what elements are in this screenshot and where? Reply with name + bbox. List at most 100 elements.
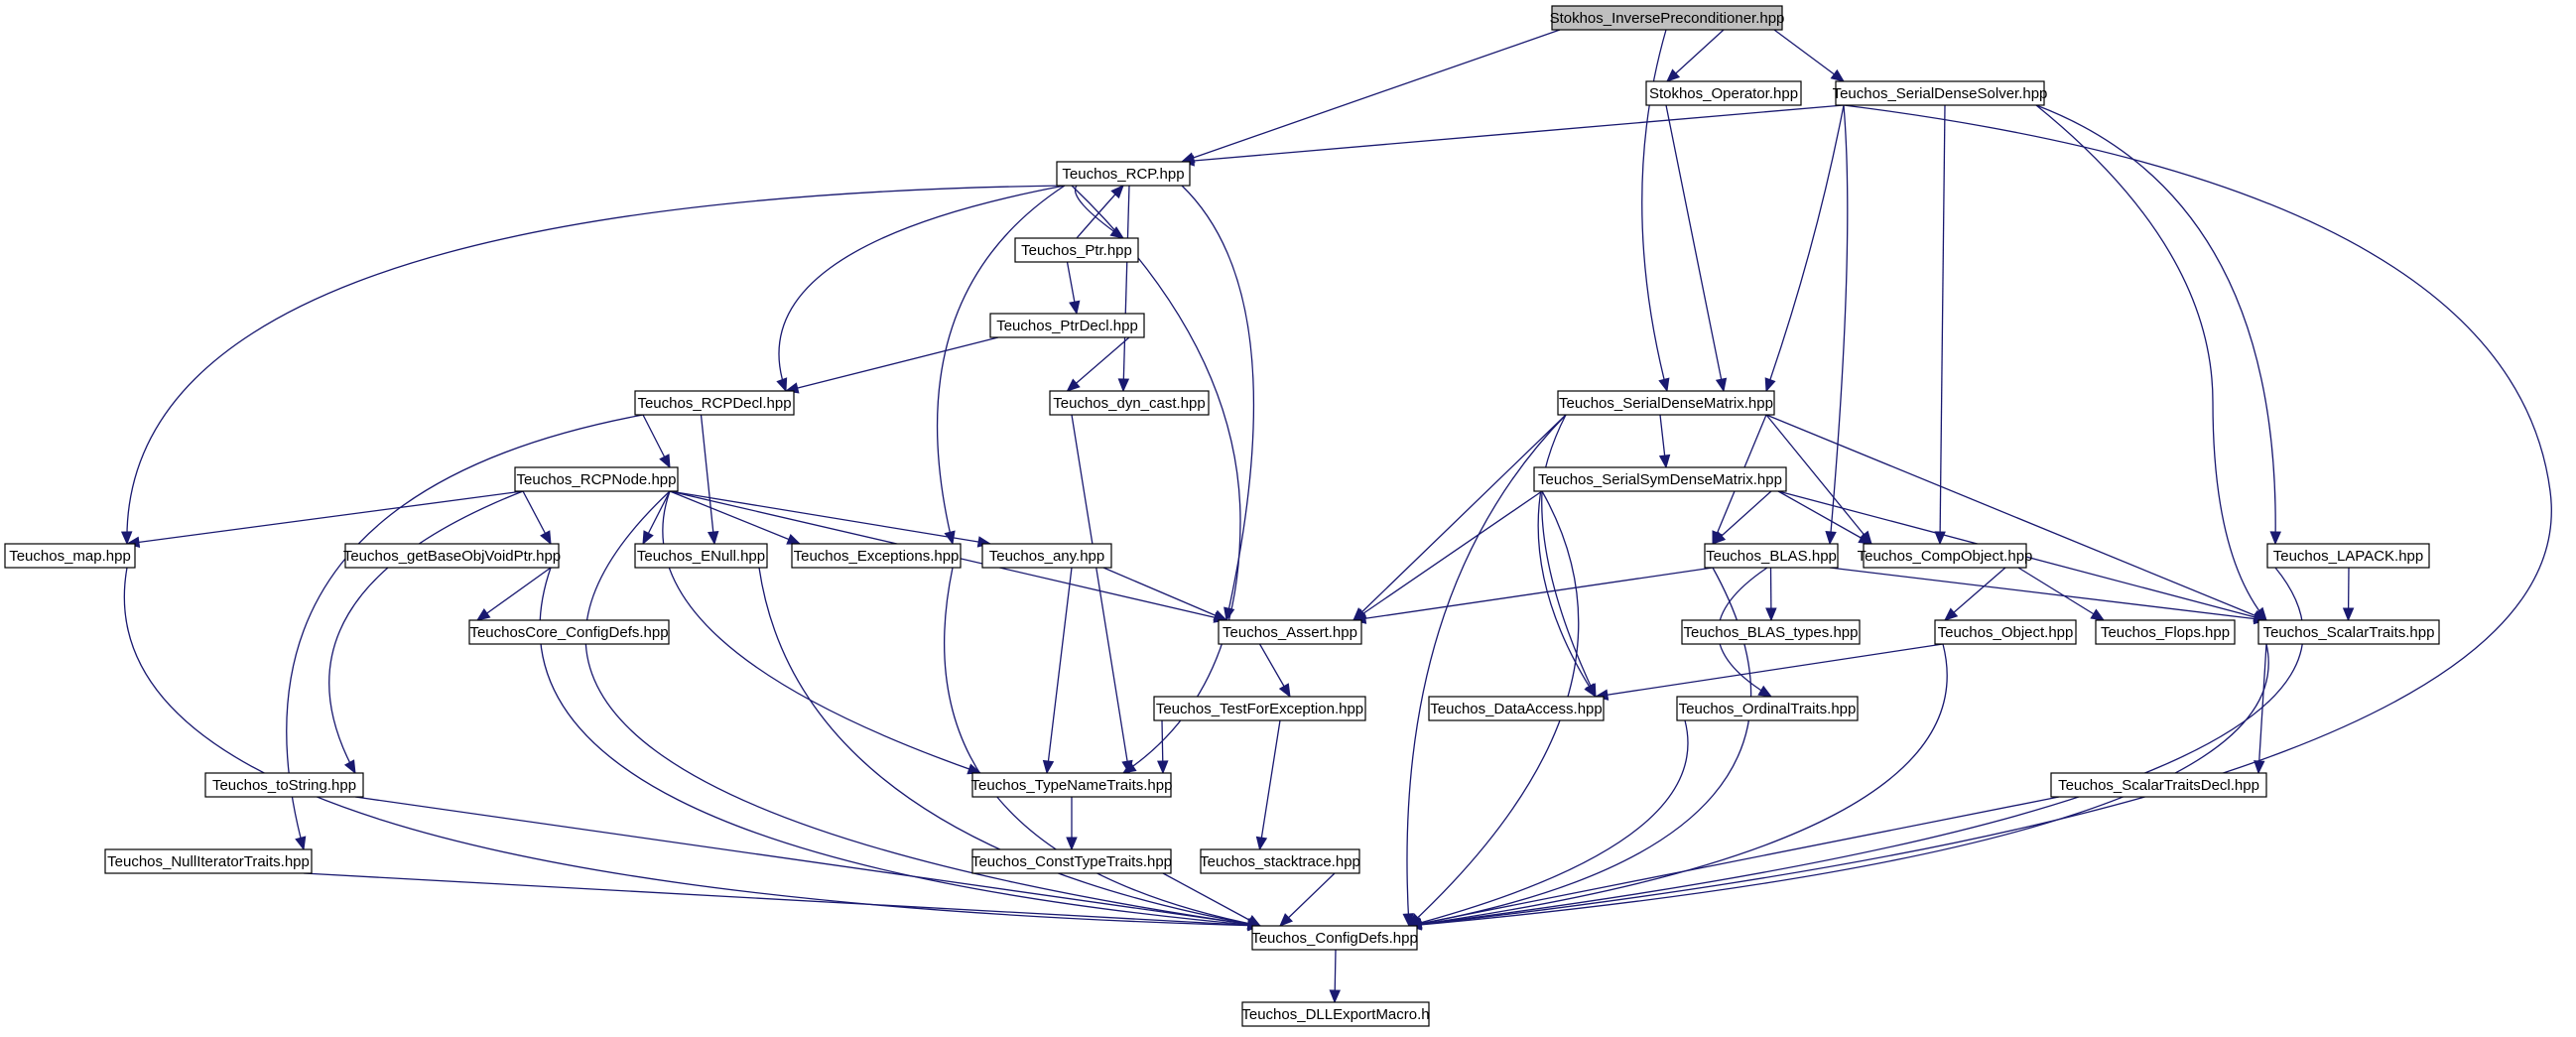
edge-line xyxy=(328,490,524,774)
edge-blas-to-assert xyxy=(1352,567,1714,624)
edge-line xyxy=(1541,490,1597,698)
node-const-type-traits[interactable]: Teuchos_ConstTypeTraits.hpp xyxy=(971,848,1172,874)
node-ordinal-traits[interactable]: Teuchos_OrdinalTraits.hpp xyxy=(1676,696,1859,721)
edge-rcp_node-to-to_string xyxy=(328,490,524,775)
edge-type_name_traits-to-const_type_traits xyxy=(1066,797,1078,851)
node-test-for-exception[interactable]: Teuchos_TestForException.hpp xyxy=(1153,696,1366,721)
node-flops[interactable]: Teuchos_Flops.hpp xyxy=(2095,619,2236,645)
node-blas-types[interactable]: Teuchos_BLAS_types.hpp xyxy=(1681,619,1861,645)
node-type-name-traits[interactable]: Teuchos_TypeNameTraits.hpp xyxy=(971,772,1173,798)
edge-map-to-config_defs xyxy=(123,567,1262,932)
edge-serial_dense_solver-to-blas xyxy=(1825,104,1849,546)
node-serial-sym-dense-matrix[interactable]: Teuchos_SerialSymDenseMatrix.hpp xyxy=(1533,466,1787,492)
node-exceptions[interactable]: Teuchos_Exceptions.hpp xyxy=(791,543,962,569)
node-label: Stokhos_InversePreconditioner.hpp xyxy=(1550,10,1785,27)
node-any[interactable]: Teuchos_any.hpp xyxy=(981,543,1112,569)
node-dyn-cast[interactable]: Teuchos_dyn_cast.hpp xyxy=(1049,390,1210,416)
node-box xyxy=(634,390,795,416)
edge-arrowhead xyxy=(1117,378,1130,393)
node-label: Teuchos_map.hpp xyxy=(9,548,131,565)
edge-line xyxy=(126,185,1066,545)
node-object[interactable]: Teuchos_Object.hpp xyxy=(1934,619,2077,645)
node-box xyxy=(791,543,962,569)
edge-arrowhead xyxy=(1278,683,1291,699)
edge-arrowhead xyxy=(1329,989,1341,1004)
node-box xyxy=(1863,543,2027,569)
edge-arrowhead xyxy=(1764,377,1776,393)
node-scalar-traits[interactable]: Teuchos_ScalarTraits.hpp xyxy=(2257,619,2440,645)
node-dll-export-macro[interactable]: Teuchos_DLLExportMacro.h xyxy=(1241,1001,1430,1027)
node-label: Teuchos_SerialSymDenseMatrix.hpp xyxy=(1538,471,1782,488)
edge-rcp-to-type_name_traits xyxy=(1071,185,1241,774)
nodes-layer: Stokhos_InversePreconditioner.hppStokhos… xyxy=(4,5,2440,1027)
edge-enull-to-config_defs xyxy=(758,567,1262,930)
edge-serial_sym_dense_matrix-to-assert xyxy=(1352,490,1543,621)
node-comp-object[interactable]: Teuchos_CompObject.hpp xyxy=(1858,543,2033,569)
node-stokhos-operator[interactable]: Stokhos_Operator.hpp xyxy=(1645,80,1802,106)
node-label: Teuchos_Object.hpp xyxy=(1938,624,2074,641)
node-to-string[interactable]: Teuchos_toString.hpp xyxy=(204,772,364,798)
node-data-access[interactable]: Teuchos_DataAccess.hpp xyxy=(1428,696,1605,721)
node-label: Teuchos_DataAccess.hpp xyxy=(1430,701,1602,717)
edge-ptr-to-ptr_decl xyxy=(1066,261,1081,316)
node-label: Teuchos_RCP.hpp xyxy=(1062,166,1184,183)
edge-arrowhead xyxy=(1279,913,1293,927)
edge-serial_dense_matrix-to-config_defs xyxy=(1402,414,1567,928)
edge-line xyxy=(1181,185,1255,621)
node-stacktrace[interactable]: Teuchos_stacktrace.hpp xyxy=(1200,848,1360,874)
edge-arrowhead xyxy=(1066,837,1078,851)
edge-line xyxy=(778,185,1066,392)
node-serial-dense-matrix[interactable]: Teuchos_SerialDenseMatrix.hpp xyxy=(1557,390,1775,416)
edge-line xyxy=(669,490,991,545)
edge-arrowhead xyxy=(1757,685,1773,698)
edge-assert-to-test_for_exception xyxy=(1258,643,1291,699)
node-serial-dense-solver[interactable]: Teuchos_SerialDenseSolver.hpp xyxy=(1833,80,2048,106)
edge-line xyxy=(662,490,981,774)
edge-arrowhead xyxy=(707,530,719,546)
node-box xyxy=(1551,5,1783,31)
node-map[interactable]: Teuchos_map.hpp xyxy=(4,543,136,569)
edge-rcp-to-dyn_cast xyxy=(1117,185,1130,393)
node-label: Teuchos_dyn_cast.hpp xyxy=(1053,395,1205,412)
edge-rcp_node-to-map xyxy=(125,490,524,549)
node-rcp[interactable]: Teuchos_RCP.hpp xyxy=(1056,161,1191,187)
node-box xyxy=(2095,619,2236,645)
node-inverse-preconditioner[interactable]: Stokhos_InversePreconditioner.hpp xyxy=(1550,5,1785,31)
node-scalar-traits-decl[interactable]: Teuchos_ScalarTraitsDecl.hpp xyxy=(2050,772,2267,798)
node-label: Teuchos_CompObject.hpp xyxy=(1858,548,2033,565)
edge-line xyxy=(1666,29,1725,82)
node-ptr[interactable]: Teuchos_Ptr.hpp xyxy=(1014,237,1139,263)
node-box xyxy=(1934,619,2077,645)
edge-arrowhead xyxy=(1246,914,1262,927)
node-enull[interactable]: Teuchos_ENull.hpp xyxy=(634,543,768,569)
node-label: Teuchos_DLLExportMacro.h xyxy=(1241,1006,1429,1023)
node-core-config-defs[interactable]: TeuchosCore_ConfigDefs.hpp xyxy=(468,619,670,645)
node-config-defs[interactable]: Teuchos_ConfigDefs.hpp xyxy=(1251,925,1418,951)
node-box xyxy=(1835,80,2045,106)
edge-arrowhead xyxy=(1715,377,1728,393)
edge-line xyxy=(700,414,715,545)
node-get-base-obj-void-ptr[interactable]: Teuchos_getBaseObjVoidPtr.hpp xyxy=(343,543,561,569)
node-null-iterator-traits[interactable]: Teuchos_NullIteratorTraits.hpp xyxy=(104,848,313,874)
edge-const_type_traits-to-config_defs xyxy=(1162,872,1262,927)
node-box xyxy=(468,619,670,645)
node-lapack[interactable]: Teuchos_LAPACK.hpp xyxy=(2266,543,2430,569)
edge-rcp_node-to-enull xyxy=(642,490,671,546)
node-ptr-decl[interactable]: Teuchos_PtrDecl.hpp xyxy=(989,313,1145,338)
edge-arrowhead xyxy=(966,763,982,775)
node-box xyxy=(1218,619,1362,645)
node-rcp-decl[interactable]: Teuchos_RCPDecl.hpp xyxy=(634,390,795,416)
node-assert[interactable]: Teuchos_Assert.hpp xyxy=(1218,619,1362,645)
edge-arrowhead xyxy=(2342,607,2355,622)
edge-stacktrace-to-config_defs xyxy=(1279,872,1336,927)
node-blas[interactable]: Teuchos_BLAS.hpp xyxy=(1704,543,1839,569)
node-rcp-node[interactable]: Teuchos_RCPNode.hpp xyxy=(514,466,679,492)
edge-line xyxy=(1944,567,2006,621)
edge-arrowhead xyxy=(295,836,307,851)
edge-serial_dense_solver-to-lapack xyxy=(2035,104,2282,546)
edge-line xyxy=(354,796,1261,927)
edge-arrowhead xyxy=(1658,454,1671,469)
node-box xyxy=(971,772,1172,798)
edge-ptr-to-rcp xyxy=(1076,185,1124,239)
edge-arrowhead xyxy=(343,759,356,775)
